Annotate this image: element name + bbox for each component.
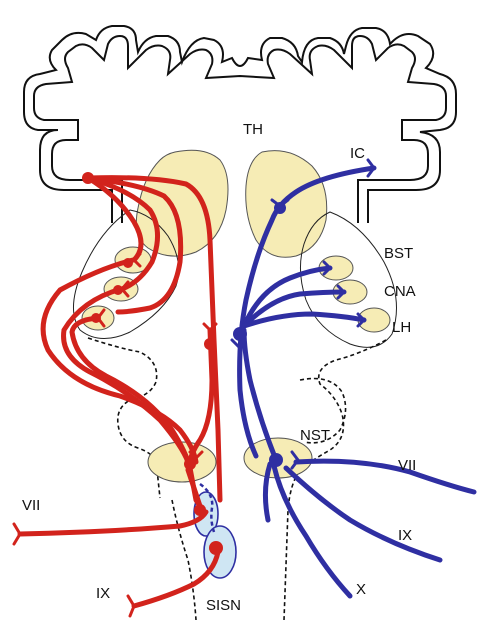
label-vii-left: VII — [22, 497, 40, 514]
red-sisn-cell-lower — [209, 541, 223, 555]
blue-ix-nerve — [286, 468, 440, 560]
label-ix-right: IX — [398, 527, 412, 544]
blue-nst-cell — [269, 453, 283, 467]
red-central-cell — [204, 338, 216, 350]
label-sisn: SISN — [206, 597, 241, 614]
red-sisn-cell-upper — [194, 504, 206, 516]
blue-to-lh — [244, 314, 364, 326]
cortex-outline — [24, 26, 456, 223]
red-vii-terminal — [14, 524, 20, 544]
label-vii-right: VII — [398, 457, 416, 474]
red-ix-terminal — [128, 596, 134, 616]
label-bst: BST — [384, 245, 413, 262]
label-lh: LH — [392, 319, 411, 336]
label-th: TH — [243, 121, 263, 138]
label-nst: NST — [300, 427, 330, 444]
red-bst-cell — [123, 258, 133, 268]
blue-nst-descending — [265, 464, 270, 520]
red-nst-cell — [184, 458, 196, 470]
cortex-inner-outline — [34, 36, 446, 223]
label-cna: CNA — [384, 283, 416, 300]
brainstem-left-dashed — [172, 500, 196, 620]
thalamus-right-nucleus — [246, 151, 327, 258]
red-cortex-cell — [82, 172, 94, 184]
pons-left-dashed — [88, 338, 160, 498]
label-x-right: X — [356, 581, 366, 598]
label-ic: IC — [350, 145, 365, 162]
blue-vii-nerve — [296, 461, 474, 492]
red-vii-nerve — [20, 512, 206, 534]
label-ix-left: IX — [96, 585, 110, 602]
